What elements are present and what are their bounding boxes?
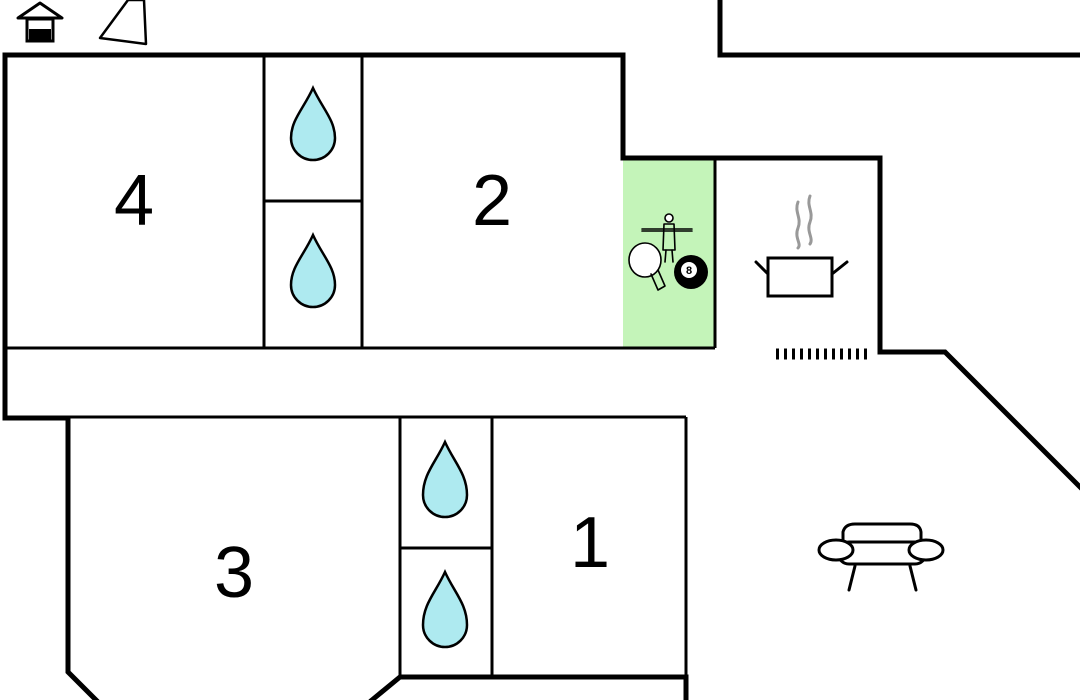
room-number-3: 3 — [214, 533, 254, 613]
tent-icon — [98, 0, 148, 46]
ping-pong-paddle-icon — [628, 242, 666, 291]
water-drop-icon — [289, 84, 337, 162]
room-number-1: 1 — [570, 503, 610, 583]
table-football-icon — [641, 213, 693, 263]
water-drop-icon — [421, 438, 469, 519]
room-number-4: 4 — [114, 161, 154, 241]
lower-outer-wall — [2, 415, 100, 700]
water-drop-icon — [289, 231, 337, 309]
billiard-ball-icon: 8 — [674, 255, 708, 289]
water-drop-icon — [421, 568, 469, 649]
cooking-pot-icon — [754, 194, 849, 298]
room-number-2: 2 — [472, 161, 512, 241]
bottom-wall-segment — [368, 674, 689, 700]
adjacent-building-wall — [717, 0, 1080, 58]
upper-outer-wall — [2, 52, 883, 421]
sofa-icon — [817, 522, 945, 592]
right-outer-wall — [877, 349, 1080, 491]
house-icon — [16, 1, 64, 43]
billiard-ball-number: 8 — [686, 265, 692, 277]
